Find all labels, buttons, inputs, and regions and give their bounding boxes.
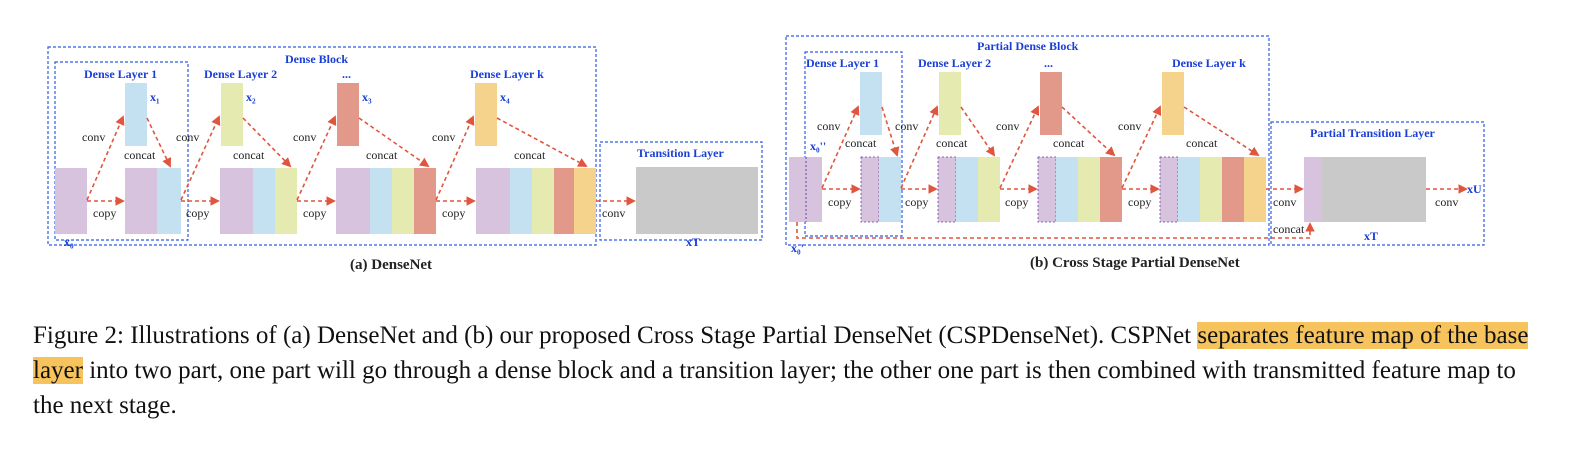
transition-layer-border xyxy=(599,141,763,241)
densenet-arrows xyxy=(86,115,636,206)
csp-dense-layer-1-border xyxy=(804,51,903,237)
csp-layer-k-label: Dense Layer k xyxy=(1172,56,1246,70)
csp-stack-3 xyxy=(1037,156,1122,223)
x0p-label: x₀' xyxy=(791,241,804,255)
xU-label: xU xyxy=(1467,182,1482,196)
concat-label-3: concat xyxy=(366,148,398,162)
x4-label: x₄ xyxy=(500,90,510,104)
conv-label-1: conv xyxy=(82,130,105,144)
stack-4 xyxy=(476,168,596,234)
feature-x3 xyxy=(337,83,359,146)
figure-diagram: Dense Block Dense Layer 1 Dense Layer 2 … xyxy=(47,35,1485,273)
copy-label-2: copy xyxy=(186,206,209,220)
x3-label: x₃ xyxy=(362,90,372,104)
partial-transition-label: Partial Transition Layer xyxy=(1310,126,1436,140)
stack-3 xyxy=(336,168,436,234)
x2-label: x₂ xyxy=(246,90,256,104)
stack-2 xyxy=(220,168,297,234)
dense-block-border xyxy=(47,46,597,246)
csp-concat-label-3: concat xyxy=(1053,136,1085,150)
csp-conv-label-4: conv xyxy=(1118,119,1141,133)
partial-transition-border xyxy=(1270,121,1485,246)
caption-part-1: Figure 2: Illustrations of (a) DenseNet … xyxy=(33,322,1198,349)
csp-stack-4 xyxy=(1159,156,1266,223)
densenet-subtitle: (a) DenseNet xyxy=(350,257,432,273)
dense-block-title: Dense Block xyxy=(285,52,348,66)
csp-transition-block xyxy=(1322,157,1426,222)
csp-conv-label-3: conv xyxy=(996,119,1019,133)
conv-label-2: conv xyxy=(176,130,199,144)
csp-arrows xyxy=(796,105,1468,239)
csp-xT-label: xT xyxy=(1364,229,1378,243)
csp-copy-label-2: copy xyxy=(905,195,928,209)
copy-label-1: copy xyxy=(93,206,116,220)
csp-feature-3 xyxy=(1040,72,1062,135)
csp-diagram: Partial Dense Block Dense Layer 1 Dense … xyxy=(785,35,1485,271)
x1-label: x₁ xyxy=(150,90,160,104)
csp-feature-2 xyxy=(939,72,961,135)
x0pp-label: x₀'' xyxy=(810,139,826,153)
csp-stack-2 xyxy=(937,156,1000,223)
transition-layer-label: Transition Layer xyxy=(637,146,724,160)
copy-label-3: copy xyxy=(303,206,326,220)
csp-concat-label-1: concat xyxy=(845,136,877,150)
stack-1 xyxy=(125,168,181,234)
concat-label-4: concat xyxy=(514,148,546,162)
csp-ellipsis-label: ... xyxy=(1044,56,1053,70)
feature-x2 xyxy=(221,83,243,146)
feature-x4 xyxy=(475,83,497,146)
conv-label-3: conv xyxy=(293,130,316,144)
xT-label: xT xyxy=(686,235,700,249)
csp-stack-1 xyxy=(860,156,901,223)
csp-layer-2-label: Dense Layer 2 xyxy=(918,56,991,70)
x0-label: x₀ xyxy=(64,235,74,249)
transition-conv-label: conv xyxy=(602,206,625,220)
densenet-diagram: Dense Block Dense Layer 1 Dense Layer 2 … xyxy=(47,46,763,273)
csp-copy-label-3: copy xyxy=(1005,195,1028,209)
partial-dense-block-title: Partial Dense Block xyxy=(977,39,1079,53)
csp-copy-label-1: copy xyxy=(828,195,851,209)
conv-label-4: conv xyxy=(432,130,455,144)
concat-label-2: concat xyxy=(233,148,265,162)
dense-layer-1-border xyxy=(54,61,189,241)
ellipsis-label: ... xyxy=(342,67,351,81)
csp-conv-label-1: conv xyxy=(817,119,840,133)
copy-label-4: copy xyxy=(442,206,465,220)
caption-part-2: into two part, one part will go through … xyxy=(33,357,1516,419)
csp-conv-label-2: conv xyxy=(895,119,918,133)
csp-concat-label-2: concat xyxy=(936,136,968,150)
csp-subtitle: (b) Cross Stage Partial DenseNet xyxy=(1030,255,1240,271)
csp-transition-conv-1: conv xyxy=(1273,195,1296,209)
csp-transition-conv-2: conv xyxy=(1435,195,1458,209)
dense-layer-2-label: Dense Layer 2 xyxy=(204,67,277,81)
dense-layer-1-label: Dense Layer 1 xyxy=(84,67,157,81)
csp-feature-1 xyxy=(860,72,882,135)
input-x0 xyxy=(55,168,87,234)
csp-feature-4 xyxy=(1162,72,1184,135)
dense-layer-k-label: Dense Layer k xyxy=(470,67,544,81)
partial-dense-block-border xyxy=(785,35,1270,246)
concat-label-1: concat xyxy=(124,148,156,162)
csp-transition-concat: concat xyxy=(1273,222,1305,236)
csp-copy-label-4: copy xyxy=(1128,195,1151,209)
transition-block xyxy=(636,167,758,234)
csp-concat-label-4: concat xyxy=(1186,136,1218,150)
csp-layer-1-label: Dense Layer 1 xyxy=(806,56,879,70)
figure-caption: Figure 2: Illustrations of (a) DenseNet … xyxy=(33,318,1533,423)
feature-x1 xyxy=(125,83,147,146)
csp-transition-concat-strip xyxy=(1304,157,1322,222)
